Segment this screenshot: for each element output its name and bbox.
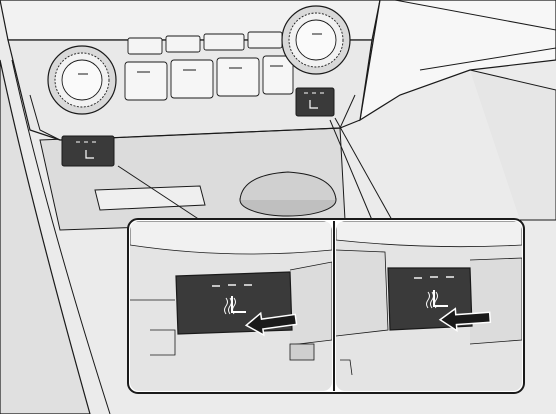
small-left-seat-heater-switch	[61, 135, 115, 167]
press-arrow-left	[244, 311, 298, 337]
small-right-seat-heater-switch	[295, 87, 335, 117]
seat-heater-icon	[224, 296, 246, 315]
callout-left-panel	[130, 221, 332, 391]
seat-heater-icon	[426, 290, 448, 309]
left-temperature-knob	[47, 45, 117, 115]
press-arrow-right	[438, 307, 492, 333]
right-temperature-knob	[281, 5, 351, 75]
callout-right-panel	[336, 221, 522, 391]
climate-button-row-top	[127, 31, 283, 55]
climate-button-row-middle	[124, 55, 294, 101]
callout-box	[127, 218, 525, 394]
